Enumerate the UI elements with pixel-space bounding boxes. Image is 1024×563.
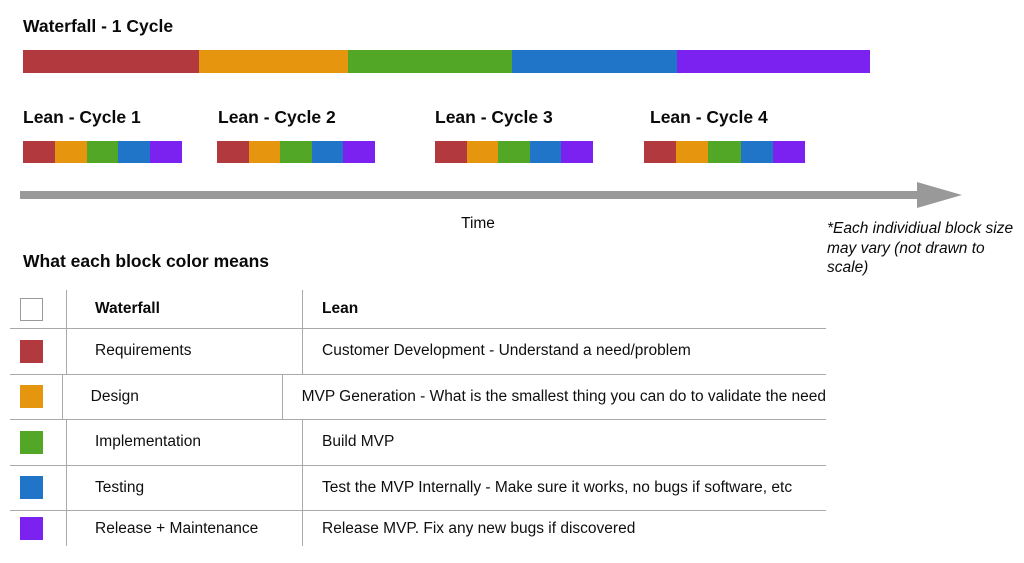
swatch-cell: [10, 420, 66, 465]
lean-segment-red: [435, 141, 467, 163]
lean-segment-blue: [740, 141, 773, 163]
lean-cell: Release MVP. Fix any new bugs if discove…: [302, 511, 826, 546]
lean-cycle-1-bar: [23, 141, 182, 163]
waterfall-phase-label: Implementation: [95, 433, 201, 451]
time-arrow-head-icon: [917, 182, 962, 208]
legend-table: Waterfall Lean Requirements Customer Dev…: [10, 290, 826, 546]
swatch-cell: [10, 511, 66, 546]
lean-segment-green: [280, 141, 312, 163]
waterfall-segment-testing: [511, 50, 677, 73]
waterfall-segment-release: [676, 50, 870, 73]
waterfall-segment-design: [199, 50, 349, 73]
lean-phase-label: Customer Development - Understand a need…: [322, 342, 691, 360]
lean-segment-blue: [118, 141, 151, 163]
legend-header-swatch-cell: [10, 290, 66, 328]
lean-cycle-4-title: Lean - Cycle 4: [650, 107, 768, 127]
lean-segment-orange: [466, 141, 499, 163]
waterfall-segment-requirements: [23, 50, 200, 73]
lean-segment-green: [498, 141, 530, 163]
lean-phase-label: Build MVP: [322, 433, 395, 451]
lean-segment-orange: [676, 141, 709, 163]
swatch-cell: [10, 466, 66, 511]
empty-color-swatch: [20, 297, 43, 321]
lean-cycle-2-title: Lean - Cycle 2: [218, 107, 336, 127]
lean-cycle-1-title: Lean - Cycle 1: [23, 107, 141, 127]
requirements-color-swatch: [20, 339, 43, 363]
lean-segment-blue: [529, 141, 562, 163]
waterfall-phase-label: Release + Maintenance: [95, 519, 259, 537]
time-arrow-body: [20, 191, 917, 199]
implementation-color-swatch: [20, 430, 43, 454]
waterfall-phase-label: Testing: [95, 478, 145, 496]
table-row: Design MVP Generation - What is the smal…: [10, 373, 826, 420]
release-color-swatch: [20, 517, 43, 540]
table-row: Implementation Build MVP: [10, 419, 826, 465]
lean-cell: Test the MVP Internally - Make sure it w…: [302, 465, 826, 510]
waterfall-phase-label: Design: [90, 387, 139, 405]
table-row: Requirements Customer Development - Unde…: [10, 328, 826, 374]
lean-cell: Customer Development - Understand a need…: [302, 329, 826, 374]
scale-note: *Each individiual block size may vary (n…: [827, 220, 1014, 276]
lean-segment-orange: [54, 141, 87, 163]
lean-phase-label: Release MVP. Fix any new bugs if discove…: [322, 519, 636, 537]
waterfall-segment-implementation: [348, 50, 512, 73]
swatch-cell: [10, 375, 62, 420]
waterfall-title: Waterfall - 1 Cycle: [23, 16, 174, 36]
lean-phase-label: MVP Generation - What is the smallest th…: [301, 387, 826, 405]
legend-header-lean-cell: Lean: [302, 290, 826, 328]
testing-color-swatch: [20, 476, 43, 500]
lean-segment-red: [644, 141, 677, 163]
lean-phase-label: Test the MVP Internally - Make sure it w…: [322, 478, 793, 496]
waterfall-cell: Testing: [66, 465, 302, 510]
lean-cycle-3-bar: [435, 141, 593, 163]
lean-segment-green: [86, 141, 119, 163]
lean-cycle-4-bar: [644, 141, 806, 163]
lean-cycle-3-title: Lean - Cycle 3: [435, 107, 553, 127]
lean-cell: Build MVP: [302, 420, 826, 465]
lean-segment-blue: [311, 141, 344, 163]
lean-segment-purple: [343, 141, 375, 163]
waterfall-column-header: Waterfall: [95, 300, 160, 317]
design-color-swatch: [20, 385, 43, 409]
waterfall-bar: [23, 50, 870, 73]
waterfall-cell: Requirements: [66, 329, 302, 374]
waterfall-cell: Design: [61, 374, 282, 419]
legend-header-row: Waterfall Lean: [10, 290, 826, 328]
lean-segment-purple: [150, 141, 182, 163]
legend-heading: What each block color means: [23, 251, 270, 271]
table-row: Release + Maintenance Release MVP. Fix a…: [10, 510, 826, 546]
lean-cycle-2-bar: [217, 141, 375, 163]
legend-header-waterfall-cell: Waterfall: [66, 290, 302, 328]
waterfall-phase-label: Requirements: [95, 342, 192, 360]
swatch-cell: [10, 329, 66, 374]
lean-segment-purple: [561, 141, 593, 163]
waterfall-cell: Implementation: [66, 420, 302, 465]
waterfall-cell: Release + Maintenance: [66, 511, 302, 546]
lean-segment-purple: [772, 141, 806, 163]
table-row: Testing Test the MVP Internally - Make s…: [10, 464, 826, 511]
lean-cell: MVP Generation - What is the smallest th…: [281, 374, 826, 419]
lean-segment-orange: [248, 141, 281, 163]
lean-segment-green: [708, 141, 741, 163]
lean-column-header: Lean: [322, 300, 359, 317]
lean-segment-red: [23, 141, 55, 163]
time-axis-label: Time: [461, 215, 495, 232]
lean-segment-red: [217, 141, 249, 163]
